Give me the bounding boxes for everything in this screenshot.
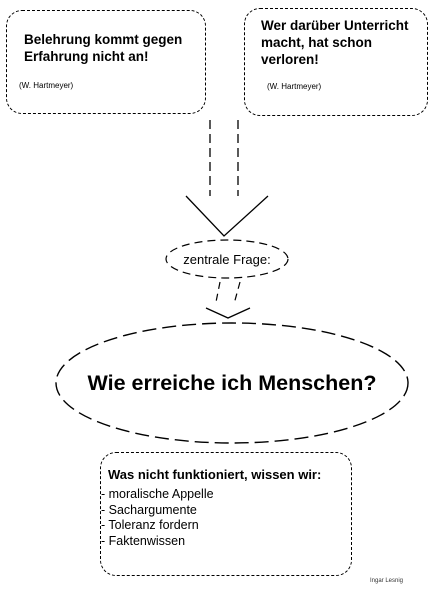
arrow-head-bottom [205, 307, 251, 319]
main-question: Wie erreiche ich Menschen? [87, 370, 377, 395]
quote-text: Belehrung kommt gegen Erfahrung nicht an… [24, 32, 183, 64]
list-item: - moralische Appelle [101, 487, 214, 501]
arrow2-shaft-right [233, 281, 241, 305]
quote-box-right: Wer darüber Unterricht macht, hat schon … [244, 8, 428, 116]
quote-author: (W. Hartmeyer) [19, 81, 74, 90]
quote-text: Wer darüber Unterricht macht, hat schon … [261, 18, 409, 67]
quote-box-left: Belehrung kommt gegen Erfahrung nicht an… [6, 10, 206, 114]
main-question-ellipse [55, 322, 409, 444]
not-working-list: - moralische Appelle - Sachargumente - T… [101, 487, 214, 549]
central-question-label: zentrale Frage: [183, 251, 271, 267]
arrow-head-top [185, 195, 269, 237]
list-item: - Sachargumente [101, 502, 197, 517]
list-item: - Toleranz fordern [101, 518, 199, 532]
quote-author: (W. Hartmeyer) [267, 82, 322, 91]
footer-credit: Ingar Lesnig [370, 578, 404, 584]
arrow2-shaft-left [215, 281, 221, 303]
not-working-title: Was nicht funktioniert, wissen wir: [108, 467, 322, 482]
list-item: - Faktenwissen [101, 533, 186, 548]
central-question-ellipse [165, 239, 289, 279]
not-working-box: Was nicht funktioniert, wissen wir: - mo… [100, 452, 352, 576]
